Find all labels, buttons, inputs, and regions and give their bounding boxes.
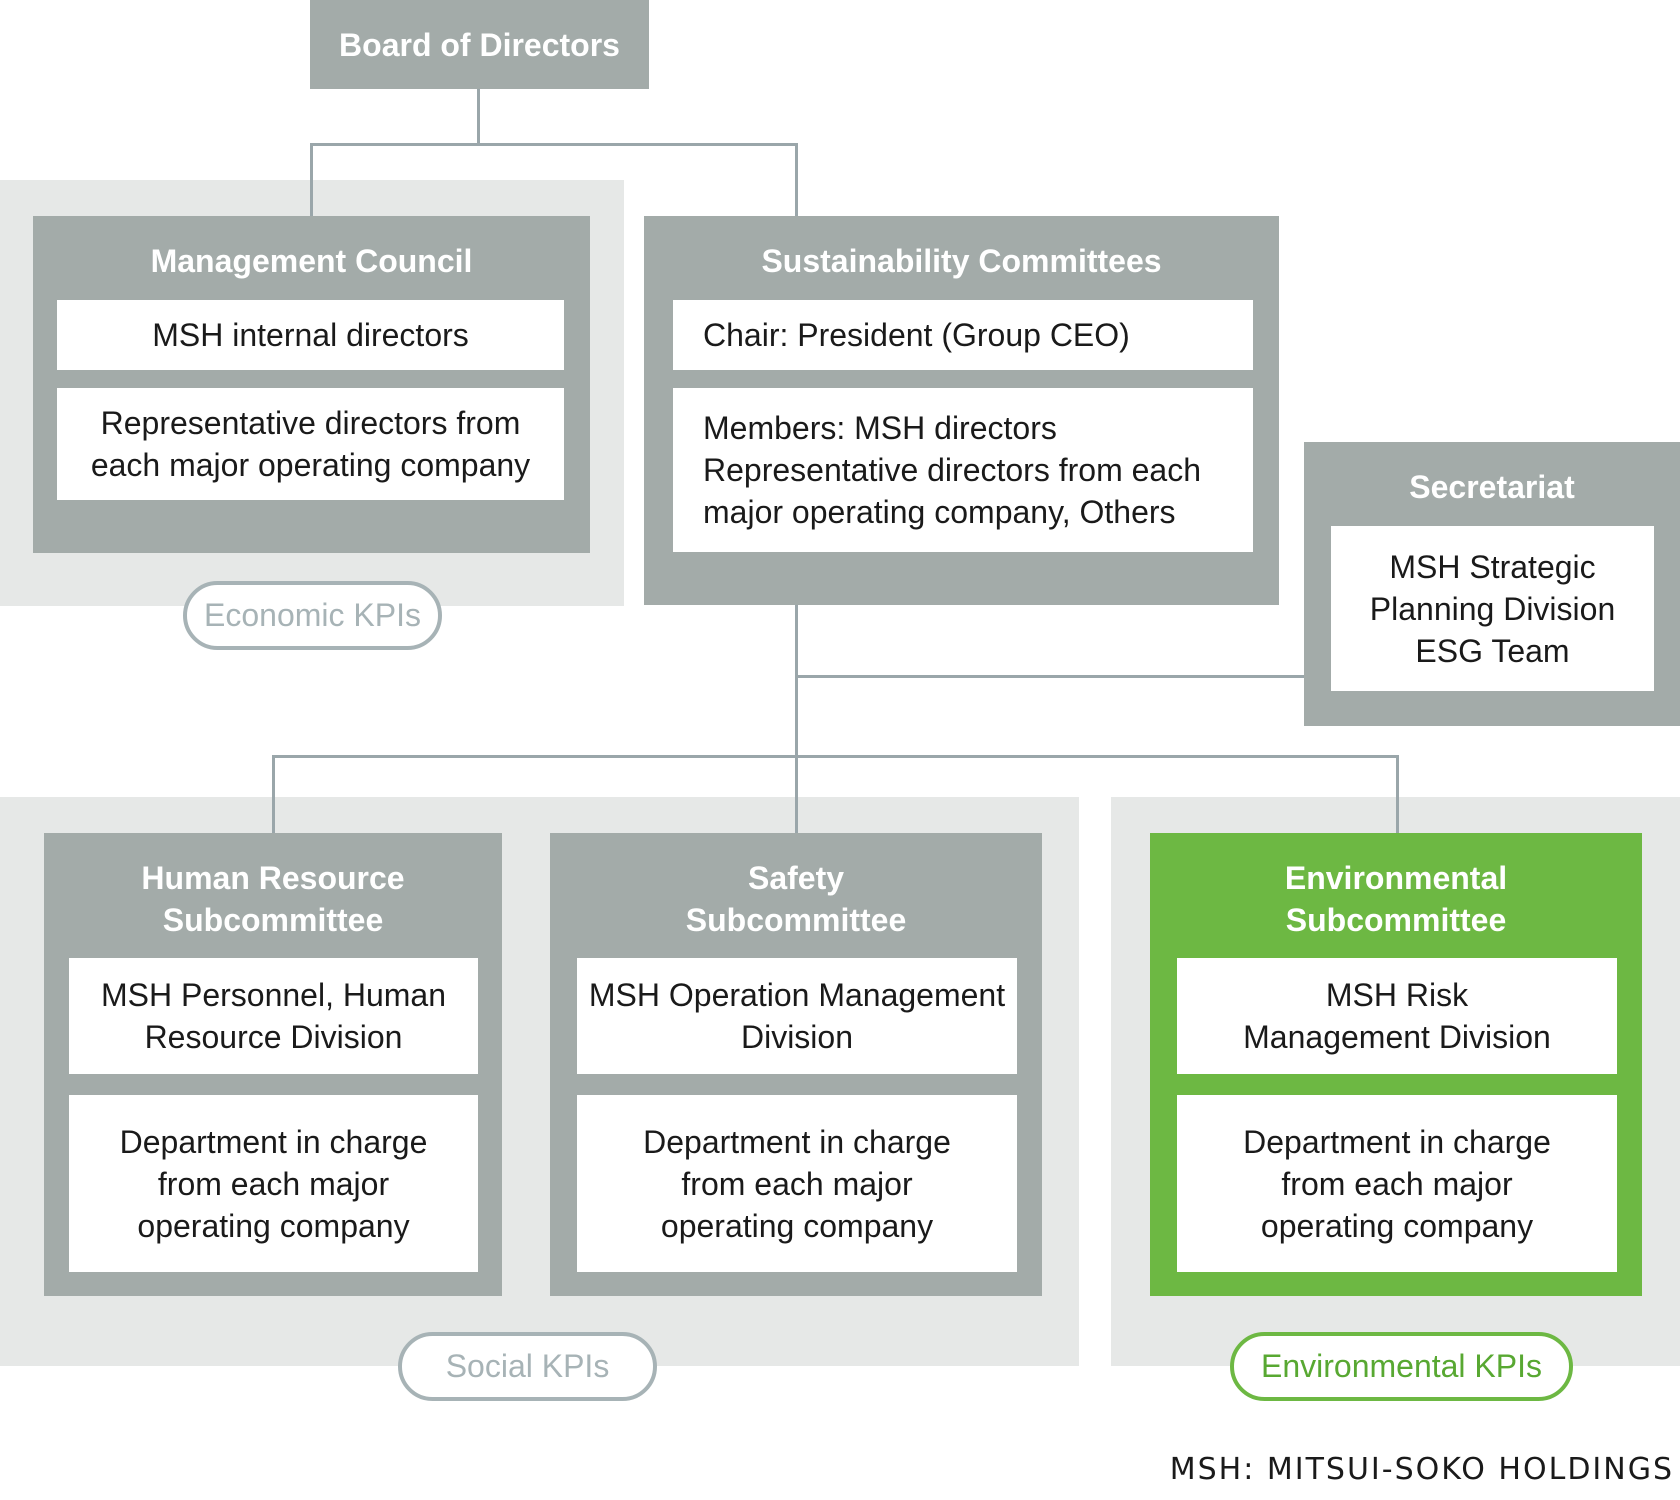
environmental-subcommittee-title: Environmental Subcommittee <box>1284 860 1508 938</box>
connector-to-secretariat <box>795 675 1305 678</box>
management-council-members: MSH internal directors <box>57 300 564 370</box>
connector-board-horizontal <box>310 143 798 146</box>
sustainability-committees-box: Sustainability Committees Chair: Preside… <box>644 216 1279 605</box>
hr-subcommittee-departments: Department in charge from each major ope… <box>69 1095 478 1272</box>
safety-subcommittee-box: Safety Subcommittee MSH Operation Manage… <box>550 833 1042 1296</box>
connector-board-down <box>477 89 480 146</box>
connector-committees-down <box>795 605 798 833</box>
connector-to-hr <box>272 755 275 833</box>
connector-to-council <box>310 143 313 217</box>
management-council-representatives: Representative directors from each major… <box>57 388 564 500</box>
environmental-subcommittee-departments: Department in charge from each major ope… <box>1177 1095 1617 1272</box>
economic-kpis-pill: Economic KPIs <box>183 581 442 650</box>
sustainability-committees-chair: Chair: President (Group CEO) <box>673 300 1253 370</box>
safety-subcommittee-title: Safety Subcommittee <box>685 860 907 938</box>
social-kpis-pill: Social KPIs <box>398 1332 657 1401</box>
management-council-box: Management Council MSH internal director… <box>33 216 590 553</box>
sustainability-committees-members: Members: MSH directors Representative di… <box>673 388 1253 552</box>
secretariat-team: MSH Strategic Planning Division ESG Team <box>1331 526 1654 691</box>
environmental-subcommittee-box: Environmental Subcommittee MSH Risk Mana… <box>1150 833 1642 1296</box>
environmental-kpis-pill: Environmental KPIs <box>1230 1332 1573 1401</box>
hr-subcommittee-division: MSH Personnel, Human Resource Division <box>69 958 478 1074</box>
safety-subcommittee-division: MSH Operation Management Division <box>577 958 1017 1074</box>
management-council-title: Management Council <box>150 243 473 279</box>
connector-to-committees <box>795 143 798 217</box>
sustainability-committees-title: Sustainability Committees <box>761 243 1162 279</box>
msh-footnote: MSH: MITSUI-SOKO HOLDINGS <box>1169 1452 1674 1487</box>
hr-subcommittee-box: Human Resource Subcommittee MSH Personne… <box>44 833 502 1296</box>
environmental-subcommittee-division: MSH Risk Management Division <box>1177 958 1617 1074</box>
secretariat-box: Secretariat MSH Strategic Planning Divis… <box>1304 442 1680 726</box>
board-of-directors-box: Board of Directors <box>310 0 649 89</box>
safety-subcommittee-departments: Department in charge from each major ope… <box>577 1095 1017 1272</box>
board-of-directors-title: Board of Directors <box>339 27 620 63</box>
connector-subcommittees-horizontal <box>272 755 1399 758</box>
hr-subcommittee-title: Human Resource Subcommittee <box>141 860 405 938</box>
secretariat-title: Secretariat <box>1409 469 1575 505</box>
connector-to-environmental <box>1396 755 1399 833</box>
